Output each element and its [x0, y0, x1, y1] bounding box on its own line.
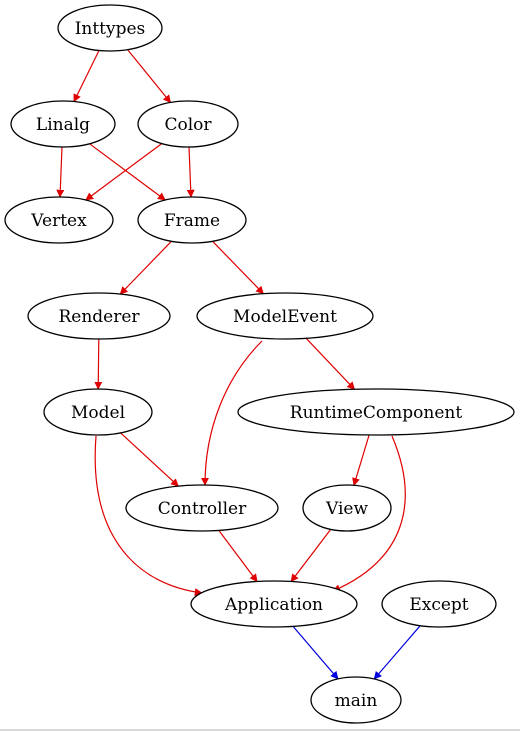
node-view: View: [302, 484, 392, 532]
edge-runtimecomponent-to-view: [352, 434, 370, 487]
node-color-label: Color: [164, 115, 212, 135]
node-runtimecomponent-ellipse: [237, 388, 515, 436]
node-view-ellipse: [302, 484, 392, 532]
node-linalg-ellipse: [10, 100, 116, 148]
edge-modelevent-to-runtimecomponent: [305, 337, 356, 390]
node-model: Model: [43, 388, 153, 436]
node-model-label: Model: [71, 403, 125, 423]
node-renderer: Renderer: [27, 292, 171, 340]
node-frame: Frame: [137, 196, 247, 244]
node-vertex-ellipse: [4, 196, 114, 244]
edge-view-to-application: [290, 529, 332, 583]
edge-frame-to-modelevent: [212, 240, 264, 295]
edge-color-to-vertex: [85, 143, 163, 201]
edge-runtimecomponent-to-application: [332, 435, 406, 592]
node-inttypes: Inttypes: [57, 4, 163, 52]
node-controller-label: Controller: [158, 499, 247, 519]
node-model-ellipse: [43, 388, 153, 436]
node-except: Except: [381, 580, 497, 628]
node-linalg: Linalg: [10, 100, 116, 148]
edge-layer: [56, 49, 421, 680]
edge-frame-to-renderer: [119, 240, 172, 295]
node-application-label: Application: [224, 595, 323, 615]
node-renderer-ellipse: [27, 292, 171, 340]
edge-linalg-to-frame: [89, 143, 166, 201]
node-main-label: main: [335, 691, 378, 711]
edge-model-to-controller: [120, 432, 179, 487]
edge-controller-to-application: [218, 530, 258, 583]
node-color-ellipse: [137, 100, 239, 148]
node-modelevent: ModelEvent: [196, 292, 374, 340]
node-except-label: Except: [409, 595, 468, 615]
edge-except-to-main: [373, 625, 421, 680]
node-application: Application: [190, 580, 358, 628]
node-frame-ellipse: [137, 196, 247, 244]
node-renderer-label: Renderer: [58, 307, 140, 327]
node-except-ellipse: [381, 580, 497, 628]
edge-modelevent-to-controller: [201, 340, 263, 486]
node-modelevent-label: ModelEvent: [233, 307, 337, 327]
edge-model-to-application: [94, 435, 203, 597]
node-inttypes-ellipse: [57, 4, 163, 52]
edge-renderer-to-model: [94, 338, 103, 390]
node-main-ellipse: [310, 676, 402, 724]
node-color: Color: [137, 100, 239, 148]
edge-color-to-frame: [186, 146, 195, 198]
node-view-label: View: [325, 499, 368, 519]
node-vertex: Vertex: [4, 196, 114, 244]
node-runtimecomponent-label: RuntimeComponent: [290, 403, 463, 423]
node-modelevent-ellipse: [196, 292, 374, 340]
node-controller: Controller: [125, 484, 279, 532]
node-application-ellipse: [190, 580, 358, 628]
node-frame-label: Frame: [164, 211, 220, 231]
node-linalg-label: Linalg: [36, 115, 90, 135]
edge-inttypes-to-color: [127, 49, 172, 104]
node-main: main: [310, 676, 402, 724]
edge-inttypes-to-linalg: [73, 50, 100, 103]
node-runtimecomponent: RuntimeComponent: [237, 388, 515, 436]
node-controller-ellipse: [125, 484, 279, 532]
bottom-divider: [0, 729, 520, 731]
node-inttypes-label: Inttypes: [75, 19, 146, 39]
node-vertex-label: Vertex: [30, 211, 87, 231]
edge-application-to-main: [292, 626, 339, 680]
edge-linalg-to-vertex: [56, 146, 65, 198]
